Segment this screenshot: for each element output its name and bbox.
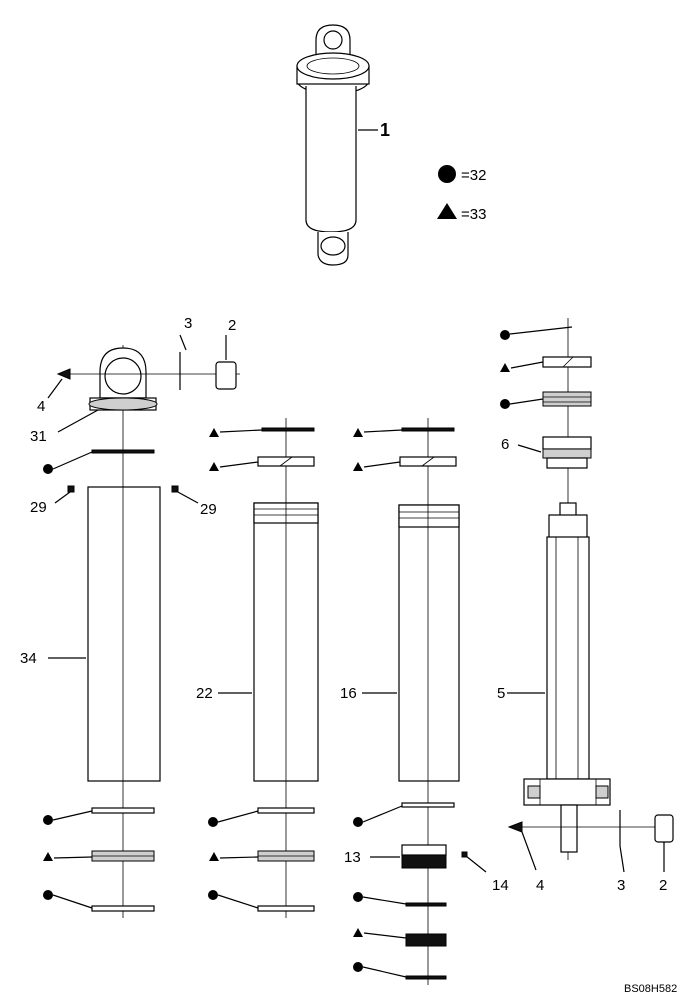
legend-circle-text: =32 [461, 167, 486, 184]
callout-16: 16 [340, 685, 357, 702]
callout-4-left: 4 [37, 398, 45, 415]
callout-22: 22 [196, 685, 213, 702]
assembled-cylinder: 1 [296, 24, 390, 266]
column-rod-5: 6 5 4 3 2 [497, 318, 674, 894]
callout-13: 13 [344, 849, 361, 866]
legend: =32 =33 [437, 165, 486, 223]
callout-3-top: 3 [184, 315, 192, 332]
column-barrel-34: 3 2 4 31 29 29 34 [20, 315, 240, 918]
callout-1: 1 [380, 120, 390, 140]
callout-14: 14 [492, 877, 509, 894]
callout-3-right: 3 [617, 877, 625, 894]
callout-2-right: 2 [659, 877, 667, 894]
column-tube-22: 22 [196, 418, 319, 918]
callout-34: 34 [20, 650, 37, 667]
column-tube-16: 16 13 14 [340, 418, 509, 985]
triangle-seal-marker-icon [437, 203, 457, 219]
callout-2-top: 2 [228, 317, 236, 334]
callout-5: 5 [497, 685, 505, 702]
callout-29-right: 29 [200, 501, 217, 518]
round-seal-marker-icon [438, 165, 456, 183]
callout-4-right: 4 [536, 877, 544, 894]
callout-6: 6 [501, 436, 509, 453]
legend-triangle-text: =33 [461, 206, 486, 223]
callout-31: 31 [30, 428, 47, 445]
callout-29-left: 29 [30, 499, 47, 516]
drawing-code: BS08H582 [624, 983, 677, 995]
